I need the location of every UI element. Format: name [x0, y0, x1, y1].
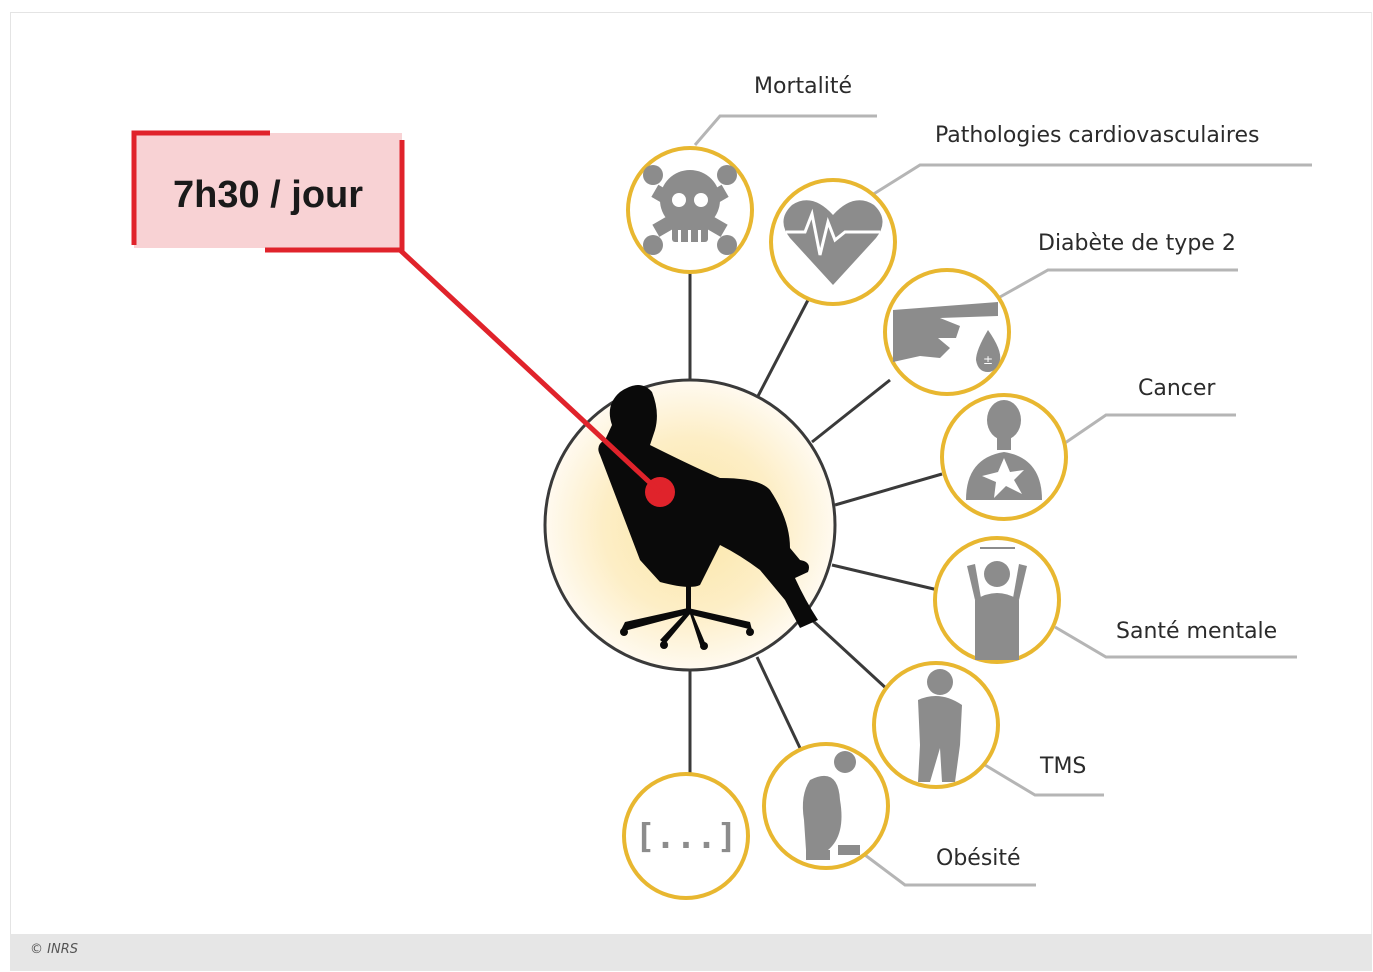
label-diabetes: Diabète de type 2: [1038, 231, 1236, 256]
obese-person-icon: [802, 751, 860, 860]
skull-crossbones-icon: [643, 165, 737, 255]
label-cardiovascular: Pathologies cardiovasculaires: [935, 123, 1260, 148]
time-box: [134, 133, 402, 248]
time-box-frame: [131, 130, 405, 253]
caption-bar: © INRS: [10, 934, 1372, 971]
sedentary-diagram: ± [...]: [131, 114, 1312, 900]
label-obesity: Obésité: [936, 846, 1021, 871]
spokes: [688, 272, 943, 775]
copyright-caption: © INRS: [30, 942, 78, 957]
heart-ecg-icon: [783, 200, 883, 285]
body-tumor-icon: [966, 400, 1042, 500]
label-cancer: Cancer: [1138, 376, 1216, 401]
svg-text:±: ±: [983, 353, 993, 367]
label-mortalite: Mortalité: [754, 74, 852, 99]
back-pain-person-icon: [918, 669, 962, 782]
ellipsis-icon: [...]: [635, 817, 737, 857]
red-pointer-line: [398, 248, 662, 494]
label-tms: TMS: [1040, 754, 1087, 779]
label-mental-health: Santé mentale: [1116, 619, 1278, 644]
leader-lines: [693, 114, 1312, 887]
sitting-person-chair-icon: [598, 385, 818, 650]
time-label: 7h30 / jour: [172, 174, 364, 216]
finger-blood-drop-icon: ±: [893, 302, 1001, 372]
stressed-person-icon: [967, 547, 1027, 660]
